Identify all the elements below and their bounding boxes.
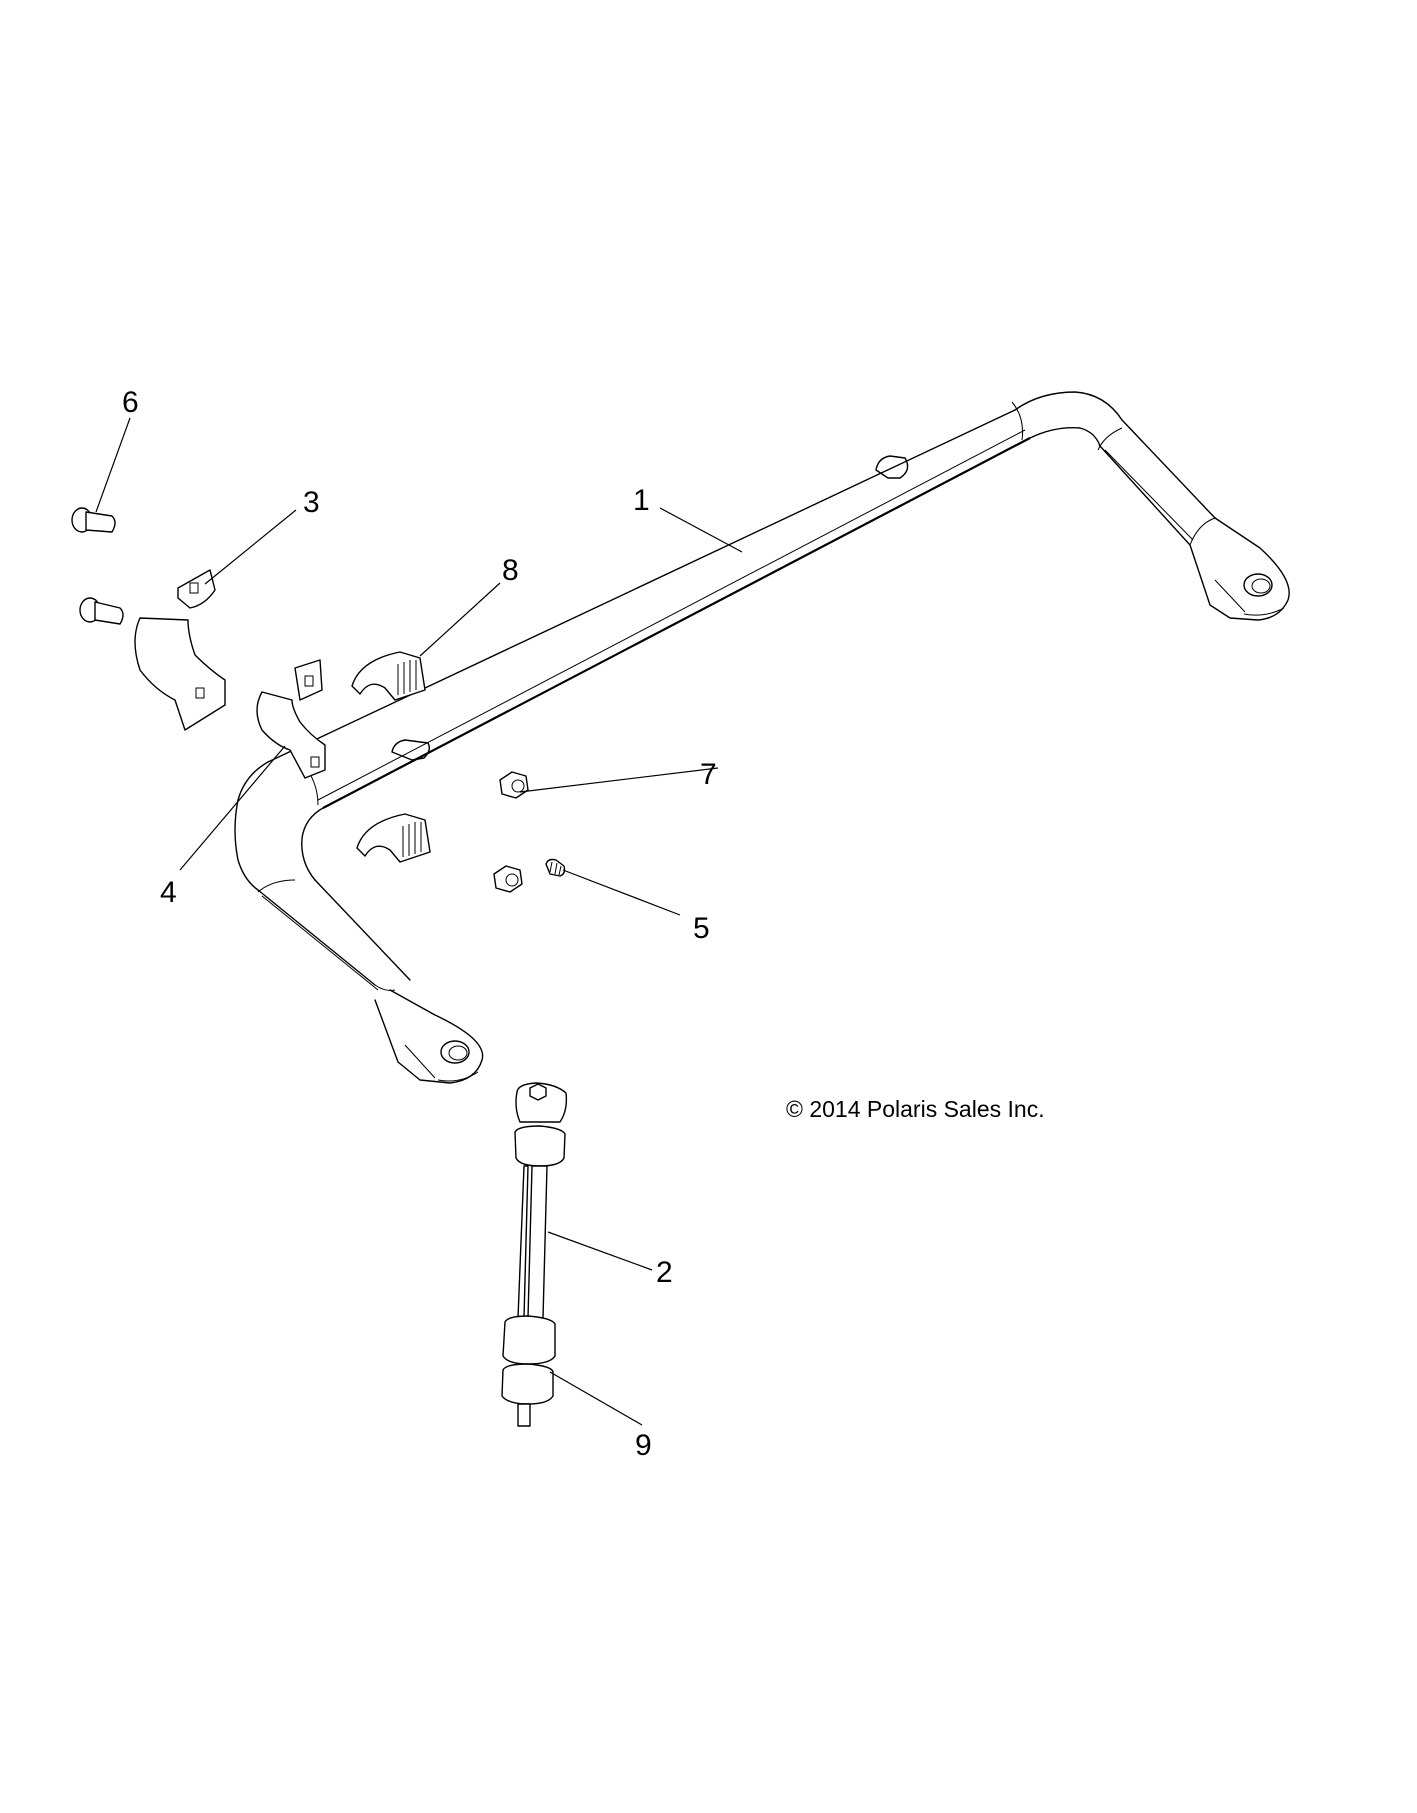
callout-1[interactable]: 1 (633, 484, 650, 517)
callout-4[interactable]: 4 (160, 876, 177, 909)
leader-line-1 (659, 507, 743, 553)
stabilizer-bar[interactable] (234, 391, 1290, 1084)
bar-clamp-bracket-upper[interactable] (134, 569, 226, 731)
callout-8[interactable]: 8 (502, 554, 519, 587)
link-rod[interactable] (514, 1082, 568, 1319)
leader-line-9 (549, 1371, 643, 1426)
callout-2[interactable]: 2 (656, 1256, 673, 1289)
callout-7[interactable]: 7 (700, 758, 717, 791)
leader-line-5 (562, 869, 681, 916)
grease-fitting[interactable] (545, 858, 566, 877)
callout-9[interactable]: 9 (635, 1429, 652, 1462)
leader-line-2 (547, 1231, 653, 1271)
flange-bolt[interactable] (71, 507, 124, 625)
flange-nut[interactable] (493, 771, 529, 893)
bar-clamp-bracket-lower[interactable] (256, 659, 326, 779)
link-bushing[interactable] (501, 1315, 556, 1427)
leader-line-4 (179, 745, 286, 871)
leader-line-7 (519, 767, 719, 793)
callout-5[interactable]: 5 (693, 912, 710, 945)
leader-line-8 (419, 582, 501, 657)
copyright-notice: © 2014 Polaris Sales Inc. (786, 1096, 1045, 1122)
bar-bushing[interactable] (351, 651, 431, 863)
leader-line-6 (95, 417, 131, 513)
callout-6[interactable]: 6 (122, 386, 139, 419)
leader-line-3 (204, 509, 297, 585)
callout-3[interactable]: 3 (303, 486, 320, 519)
